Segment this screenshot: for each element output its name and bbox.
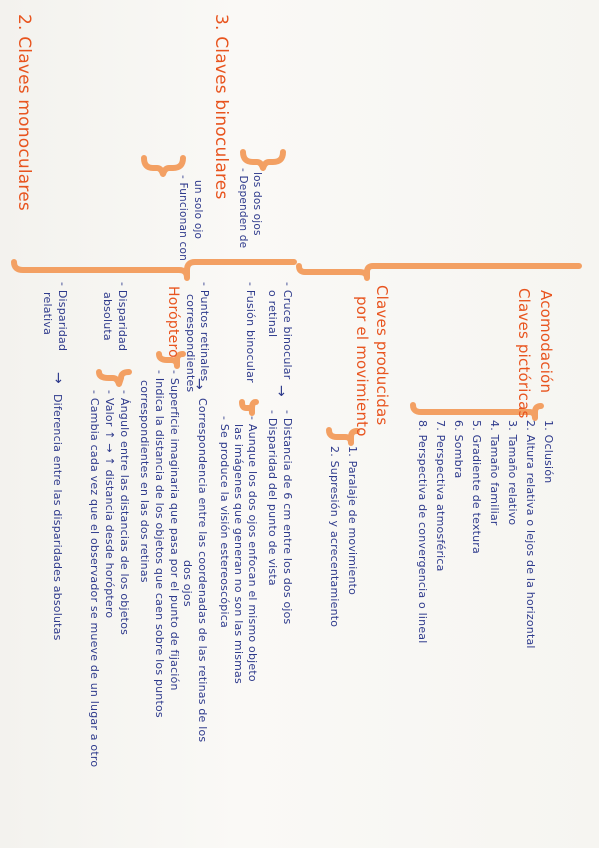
movimiento-title-line1: Claves producidas [373,285,391,426]
pictorica-item: 5. Gradiente de textura [470,420,483,554]
horoptero-item: - Superficie imaginaria que pasa por el … [168,370,181,691]
disparidad-relativa-text: Diferencia entre las disparidades absolu… [51,394,64,641]
pictorica-item: 6. Sombra [452,420,465,479]
brace-horoptero [156,351,186,369]
monoculares-title: 2. Claves monoculares [14,14,34,211]
horoptero-item: - Indica la distancia de los objetos que… [153,370,166,718]
disparidad-absoluta-item: - Cambia cada vez que el observador se m… [88,390,101,768]
pictorica-item: 1. Oclusión [542,420,555,484]
fusion-label: - Fusión binocular [244,282,257,383]
pictorica-item: 8. Perspectiva de convergencia o lineal [416,420,429,644]
disparidad-absoluta-label-line2: absoluta [101,292,114,341]
brace-binoculares [240,149,286,171]
puntos-text-line2: dos ojos [181,560,194,607]
pictorica-item: 3. Tamaño relativo [506,420,519,526]
disparidad-relativa-label-line2: relativa [41,292,54,336]
cruce-label-line1: - Cruce binocular [281,282,294,380]
brace-binoculares-types [11,259,297,281]
disparidad-relativa-arrow: → [50,372,66,384]
cruce-item: - Disparidad del punto de vista [266,410,279,586]
cruce-label-line2: o retinal [266,290,279,338]
brace-movimiento [326,427,360,446]
binoculares-desc-line1: - Dependen de [237,168,249,249]
brace-monoculares-types [296,263,582,281]
puntos-text-line1: Correspondencia entre las coordenadas de… [196,398,209,743]
brace-monoculares [141,155,186,177]
movimiento-item: 2. Supresión y acrecentamiento [328,446,341,628]
fusion-item: - Se produce la visión estereoscópica [218,416,231,628]
pictorica-item: 2. Altura relativa o lejos de la horizon… [524,420,537,649]
disparidad-relativa-label-line1: - Disparidad [56,282,69,352]
monoculares-desc-line1: - Funcionan con [177,175,189,261]
fusion-item: - Aunque los dos ojos enfocan el mismo o… [246,416,259,682]
movimiento-item: 1. Paralaje de movimiento [346,446,359,596]
brace-fusion [239,399,259,416]
pictorica-item: 7. Perspectiva atmosférica [434,420,447,572]
acomodacion-label: Acomodación [537,290,555,394]
binoculares-desc-line2: los dos ojos [251,172,263,236]
brace-pictoricas [410,402,544,421]
disparidad-absoluta-label-line1: - Disparidad [116,282,129,352]
binoculares-title: 3. Claves binoculares [211,14,231,200]
horoptero-item: correspondientes en las dos retinas [138,380,151,583]
disparidad-absoluta-item: - Valor ↑ → ↑ distancia desde horóptero [103,390,116,619]
puntos-label-line1: - Puntos retinales [198,282,211,382]
cruce-item: - Distancia de 6 cm entre los dos ojos [281,410,294,625]
movimiento-title-line2: por el movimiento [353,296,371,437]
disparidad-absoluta-item: - Ángulo entre las distancias de los obj… [118,390,131,636]
puntos-arrow: → [191,378,207,390]
brace-disparidad-absoluta [96,369,132,387]
monoculares-desc-line2: un solo ojo [192,180,204,240]
pictorica-item: 4. Tamaño familiar [488,420,501,526]
pictoricas-title: Claves pictóricas [515,288,533,419]
cruce-arrow: → [273,385,289,397]
fusion-item: las imágenes que generan no son las mism… [232,424,245,684]
horoptero-label: Horóptero [165,286,181,358]
